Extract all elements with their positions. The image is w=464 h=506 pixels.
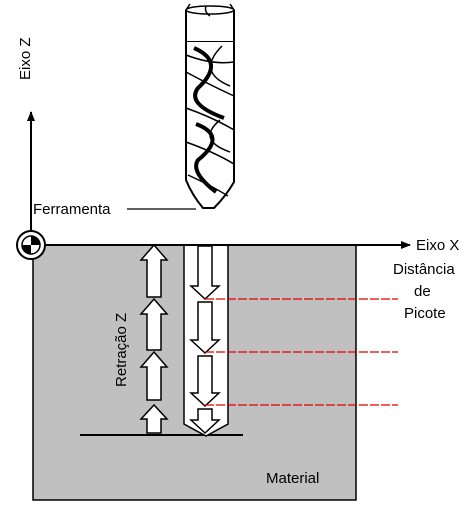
- origin-symbol: [16, 230, 46, 260]
- peck-distance-label-line3: Picote: [404, 305, 446, 322]
- drill-bit: [185, 3, 235, 209]
- retract-arrow-4: [139, 243, 169, 298]
- retract-arrow-2: [139, 350, 169, 401]
- material-label: Material: [266, 470, 320, 487]
- peck-arrow-3: [189, 355, 221, 408]
- retract-arrow-3: [139, 297, 169, 351]
- peck-distance-label-line2: de: [414, 283, 431, 300]
- peck-arrow-2: [189, 301, 221, 355]
- peck-arrow-1: [189, 245, 221, 301]
- retract-arrow-1: [139, 403, 169, 434]
- x-axis-label: Eixo X: [416, 237, 460, 254]
- retract-z-label: Retração Z: [113, 312, 130, 387]
- peck-arrow-4: [189, 408, 221, 435]
- tool-label: Ferramenta: [33, 201, 111, 218]
- z-axis-label: Eixo Z: [17, 37, 34, 80]
- peck-distance-label-line1: Distância: [393, 261, 455, 278]
